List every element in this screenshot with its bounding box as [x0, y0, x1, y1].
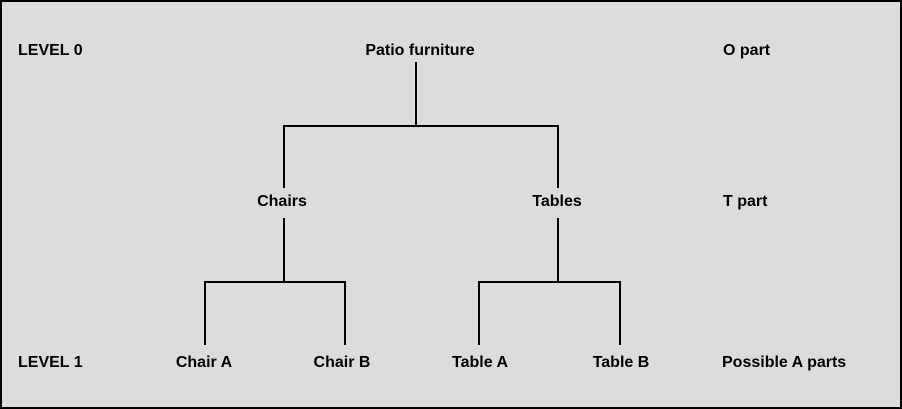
- connector-root-stem: [415, 62, 417, 125]
- level-0-label: LEVEL 0: [18, 42, 83, 59]
- connector-tables-hbar: [478, 281, 621, 283]
- connector-chairs-stem: [283, 218, 285, 281]
- tree-root-node: Patio furniture: [365, 42, 475, 59]
- level-1-label: LEVEL 1: [18, 354, 83, 371]
- connector-tables-drop: [557, 125, 559, 188]
- tree-leaf-chair-a: Chair A: [175, 354, 233, 371]
- connector-top-hbar: [283, 125, 559, 127]
- connector-chairs-drop: [283, 125, 285, 188]
- connector-chairs-hbar: [204, 281, 346, 283]
- connector-table-a-drop: [478, 281, 480, 345]
- tree-node-tables: Tables: [532, 193, 582, 210]
- connector-chair-b-drop: [344, 281, 346, 345]
- possible-a-parts-label: Possible A parts: [722, 354, 847, 371]
- connector-chair-a-drop: [204, 281, 206, 345]
- connector-tables-stem: [557, 218, 559, 281]
- tree-leaf-table-a: Table A: [451, 354, 509, 371]
- t-part-label: T part: [723, 193, 768, 210]
- tree-node-chairs: Chairs: [257, 193, 307, 210]
- connector-table-b-drop: [619, 281, 621, 345]
- o-part-label: O part: [723, 42, 771, 59]
- tree-leaf-chair-b: Chair B: [313, 354, 371, 371]
- tree-leaf-table-b: Table B: [592, 354, 650, 371]
